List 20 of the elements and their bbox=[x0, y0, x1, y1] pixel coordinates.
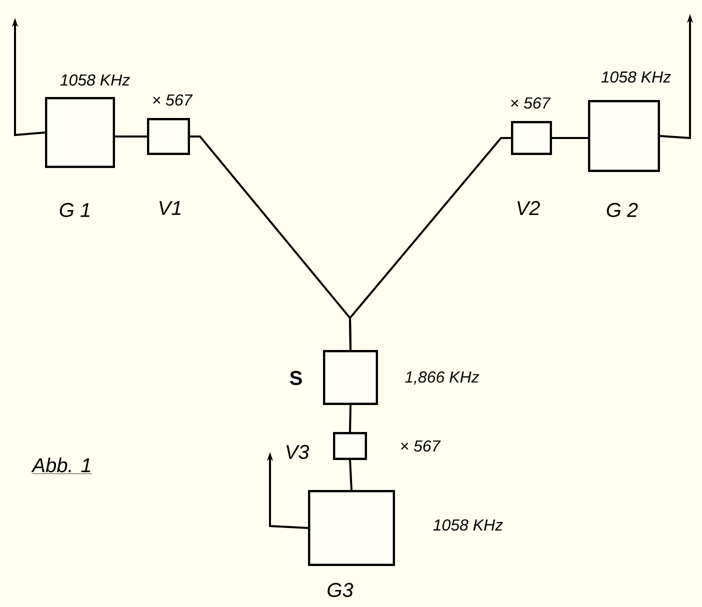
value-label: 1058 KHz bbox=[601, 71, 671, 83]
value-label: × 567 bbox=[153, 94, 193, 106]
connector-line bbox=[349, 404, 352, 432]
value-label: 1058 KHz bbox=[433, 519, 503, 531]
connector-line bbox=[349, 137, 511, 350]
value-label: 1058 KHz bbox=[60, 74, 130, 86]
block-name: G 2 bbox=[606, 202, 638, 218]
value-label: × 567 bbox=[511, 97, 551, 109]
connector-line bbox=[115, 136, 147, 138]
block-name: V2 bbox=[518, 201, 540, 215]
figure-label: Abb. 1 bbox=[31, 458, 92, 474]
value-label: × 567 bbox=[401, 440, 441, 452]
block-name: V1 bbox=[160, 201, 181, 215]
block-name: V3 bbox=[286, 444, 310, 460]
connector-line bbox=[552, 137, 588, 139]
block-name: G 1 bbox=[60, 202, 90, 218]
value-label: 1,866 KHz bbox=[405, 371, 480, 385]
connector-line bbox=[349, 460, 352, 490]
block-name: G3 bbox=[328, 582, 354, 598]
block-name: S bbox=[290, 370, 302, 386]
